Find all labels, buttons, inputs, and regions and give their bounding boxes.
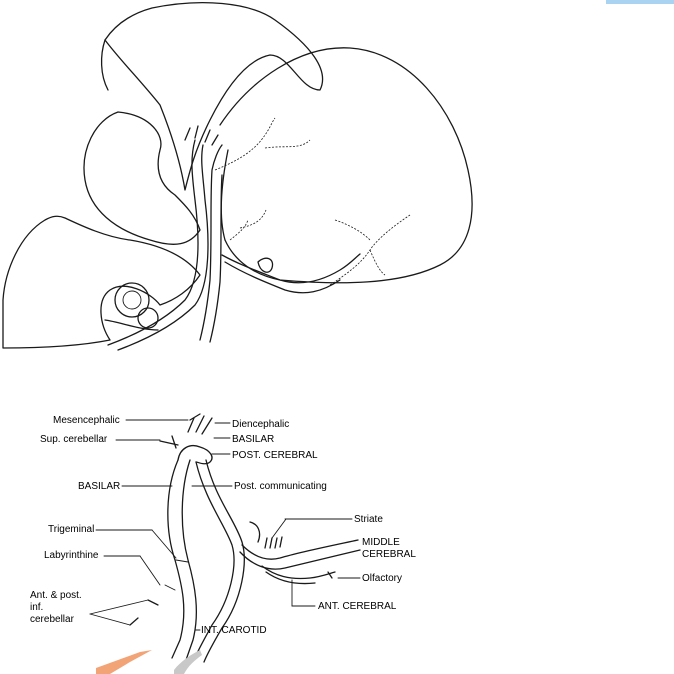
corner-accent-bar bbox=[606, 0, 674, 4]
basilar-artery-right-wall bbox=[181, 459, 197, 661]
label-sup-cerebellar: Sup. cerebellar bbox=[40, 434, 108, 445]
label-striate: Striate bbox=[354, 514, 383, 525]
label-ant-cerebral: ANT. CEREBRAL bbox=[318, 601, 397, 612]
trigeminal-branch bbox=[175, 559, 189, 563]
label-diencephalic: Diencephalic bbox=[232, 419, 290, 430]
top-branch-tuft bbox=[187, 413, 213, 435]
label-middle-cerebral-1: MIDDLE bbox=[362, 537, 400, 548]
carotid-vessel-b bbox=[209, 174, 223, 343]
label-middle-cerebral-2: CEREBRAL bbox=[362, 549, 416, 560]
inf-cerebellar-branch bbox=[129, 599, 159, 626]
inner-ear-loop-small bbox=[137, 307, 159, 329]
gray-accent-arc bbox=[174, 650, 202, 674]
frontal-bump-outline bbox=[100, 39, 109, 91]
label-post-communicating: Post. communicating bbox=[234, 481, 327, 492]
middle-cerebral-branch-a bbox=[221, 253, 361, 284]
label-ant-post-1: Ant. & post. bbox=[30, 590, 82, 601]
vessel-knot bbox=[257, 257, 274, 273]
basilar-vessel-b bbox=[117, 144, 209, 351]
brain-illustration bbox=[2, 0, 674, 351]
dashed-vessel-upper bbox=[214, 117, 311, 171]
leader-lines bbox=[89, 419, 361, 631]
dashed-vessel-right bbox=[329, 214, 411, 286]
label-ant-post-2: inf. bbox=[30, 602, 44, 613]
striate-hook bbox=[249, 521, 261, 543]
middle-cerebral-branch-b bbox=[224, 261, 341, 294]
inner-ear-loop-large bbox=[114, 282, 150, 318]
striate-branches bbox=[264, 536, 283, 549]
middle-cerebral-artery-a bbox=[241, 539, 359, 560]
anterior-cerebral-artery-b bbox=[265, 571, 316, 585]
label-olfactory: Olfactory bbox=[362, 573, 403, 584]
carotid-vessel-a bbox=[199, 144, 223, 341]
labyrinthine-branch bbox=[164, 584, 176, 591]
brainstem-outline bbox=[2, 215, 201, 349]
label-basilar-left: BASILAR bbox=[78, 481, 121, 492]
olfactory-stub bbox=[327, 571, 333, 579]
carotid-left-wall bbox=[193, 461, 235, 661]
label-trigeminal: Trigeminal bbox=[48, 524, 95, 535]
dashed-vessel-middle bbox=[229, 209, 267, 241]
label-ant-post-3: cerebellar bbox=[30, 614, 74, 625]
carotid-right-wall bbox=[203, 459, 245, 663]
posterior-cerebral-loop bbox=[177, 445, 213, 465]
middle-cerebral-artery-b bbox=[239, 549, 361, 570]
label-post-cerebral: POST. CEREBRAL bbox=[232, 450, 318, 461]
inner-ear-stem bbox=[104, 319, 159, 331]
label-mesencephalic: Mesencephalic bbox=[53, 415, 120, 426]
orange-accent-arc bbox=[96, 650, 152, 674]
label-labyrinthine: Labyrinthine bbox=[44, 550, 99, 561]
cerebral-hemisphere-outline bbox=[104, 2, 324, 191]
label-basilar-top: BASILAR bbox=[232, 434, 275, 445]
inner-ear-loop-inner bbox=[122, 290, 142, 310]
vessel-tuft-top bbox=[184, 125, 219, 146]
label-int-carotid: INT. CAROTID bbox=[201, 625, 267, 636]
basilar-vessel-a bbox=[107, 139, 199, 346]
sup-cerebellar-branch bbox=[159, 435, 179, 449]
basilar-artery-left-wall bbox=[167, 459, 185, 659]
